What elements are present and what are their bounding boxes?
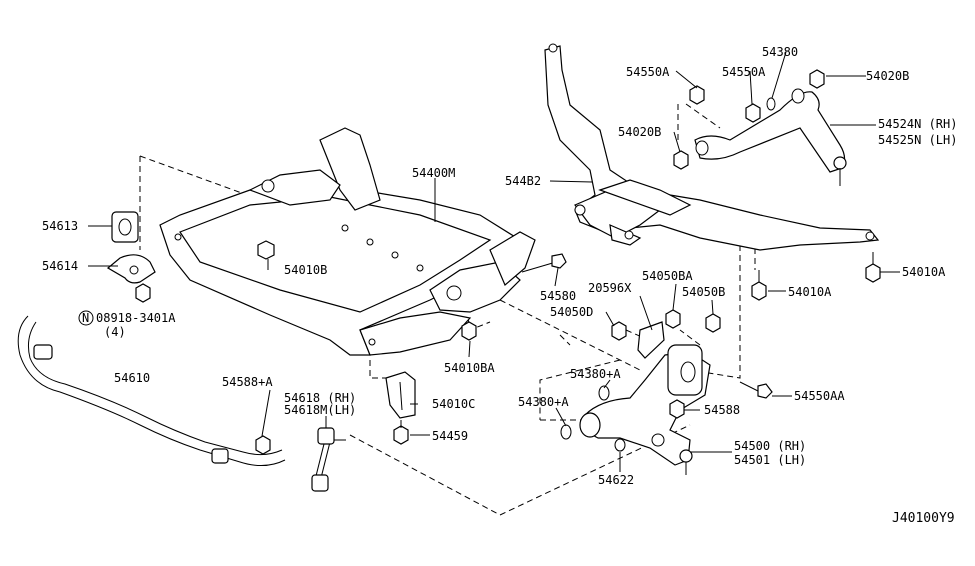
label-54524n[interactable]: 54524N (RH): [878, 117, 957, 131]
label-08918-qty: (4): [104, 325, 126, 339]
bolt-54550a-1[interactable]: [689, 85, 705, 105]
label-54550a-2[interactable]: 54550A: [722, 65, 766, 79]
clamp-54614[interactable]: [106, 254, 156, 284]
label-54525n[interactable]: 54525N (LH): [878, 133, 957, 147]
label-54613[interactable]: 54613: [42, 219, 78, 233]
label-54050d[interactable]: 54050D: [550, 305, 593, 319]
label-54622[interactable]: 54622: [598, 473, 634, 487]
bolt-54050d[interactable]: [611, 321, 627, 341]
label-54050ba[interactable]: 54050BA: [642, 269, 693, 283]
stabilizer-link-54618[interactable]: [311, 427, 346, 492]
label-54010b[interactable]: 54010B: [284, 263, 327, 277]
label-54500[interactable]: 54500 (RH): [734, 439, 806, 453]
label-54610[interactable]: 54610: [114, 371, 150, 385]
label-54614[interactable]: 54614: [42, 259, 78, 273]
label-54588[interactable]: 54588: [704, 403, 740, 417]
label-08918-3401a[interactable]: 08918-3401A: [96, 311, 176, 325]
label-54550aa[interactable]: 54550AA: [794, 389, 845, 403]
bushing-54613[interactable]: [111, 211, 139, 243]
bolt-54010a-1[interactable]: [751, 270, 767, 301]
subframe-544b2[interactable]: [544, 43, 880, 251]
label-54501[interactable]: 54501 (LH): [734, 453, 806, 467]
label-54380a-1[interactable]: 54380+A: [570, 367, 621, 381]
label-54050b[interactable]: 54050B: [682, 285, 725, 299]
label-54010c[interactable]: 54010C: [432, 397, 475, 411]
label-54550a-1[interactable]: 54550A: [626, 65, 670, 79]
upper-arm-54524n[interactable]: [694, 88, 847, 186]
label-54020b-1[interactable]: 54020B: [866, 69, 909, 83]
washer-54380a-1[interactable]: [598, 385, 610, 401]
nut-54050b[interactable]: [705, 313, 721, 333]
washer-54380[interactable]: [766, 97, 776, 111]
bracket-54010c[interactable]: [385, 371, 416, 419]
washer-54380a-2[interactable]: [560, 424, 572, 440]
label-54400m[interactable]: 54400M: [412, 166, 455, 180]
bolt-54580[interactable]: [521, 253, 567, 273]
nut-54588a-1[interactable]: [255, 435, 271, 455]
nut-08918-3401a-icon: N: [78, 310, 94, 326]
bracket-20596x[interactable]: [637, 321, 665, 359]
label-54580[interactable]: 54580: [540, 289, 576, 303]
diagram-reference-id: J40100Y9: [892, 511, 955, 526]
label-544b2[interactable]: 544B2: [505, 174, 541, 188]
lower-arm-54500[interactable]: [579, 344, 711, 475]
bolt-54459[interactable]: [393, 420, 409, 445]
washer-54622[interactable]: [614, 438, 626, 452]
bolt-54010b-crossmember[interactable]: [257, 240, 275, 260]
bolt-54010a-2[interactable]: [865, 252, 881, 283]
nut-54020b-1[interactable]: [809, 69, 825, 89]
crossmember-54400m[interactable]: [159, 127, 536, 356]
label-54380[interactable]: 54380: [762, 45, 798, 59]
label-54020b-2[interactable]: 54020B: [618, 125, 661, 139]
nut-54020b-2[interactable]: [673, 150, 689, 170]
bolt-54550aa[interactable]: [739, 381, 773, 399]
bolt-54550a-2[interactable]: [745, 103, 761, 123]
label-54588a-1[interactable]: 54588+A: [222, 375, 273, 389]
label-54010ba-1[interactable]: 54010BA: [444, 361, 495, 375]
leader-lines: [88, 51, 900, 472]
label-54459[interactable]: 54459: [432, 429, 468, 443]
label-54010a-2[interactable]: 54010A: [902, 265, 946, 279]
label-20596x[interactable]: 20596X: [588, 281, 632, 295]
label-54618m[interactable]: 54618M(LH): [284, 403, 356, 417]
nut-54588[interactable]: [669, 399, 685, 419]
stabilizer-bar-54610[interactable]: [17, 315, 286, 466]
nut-54614[interactable]: [135, 283, 151, 303]
label-54380a-2[interactable]: 54380+A: [518, 395, 569, 409]
part-labels: 54550A 54550A 54380 54020B 54524N (RH) 5…: [42, 45, 957, 526]
nut-54050ba[interactable]: [665, 309, 681, 329]
svg-text:N: N: [82, 311, 89, 325]
label-54618[interactable]: 54618 (RH): [284, 391, 356, 405]
label-54010a-1[interactable]: 54010A: [788, 285, 832, 299]
nut-54010ba[interactable]: [461, 321, 477, 341]
